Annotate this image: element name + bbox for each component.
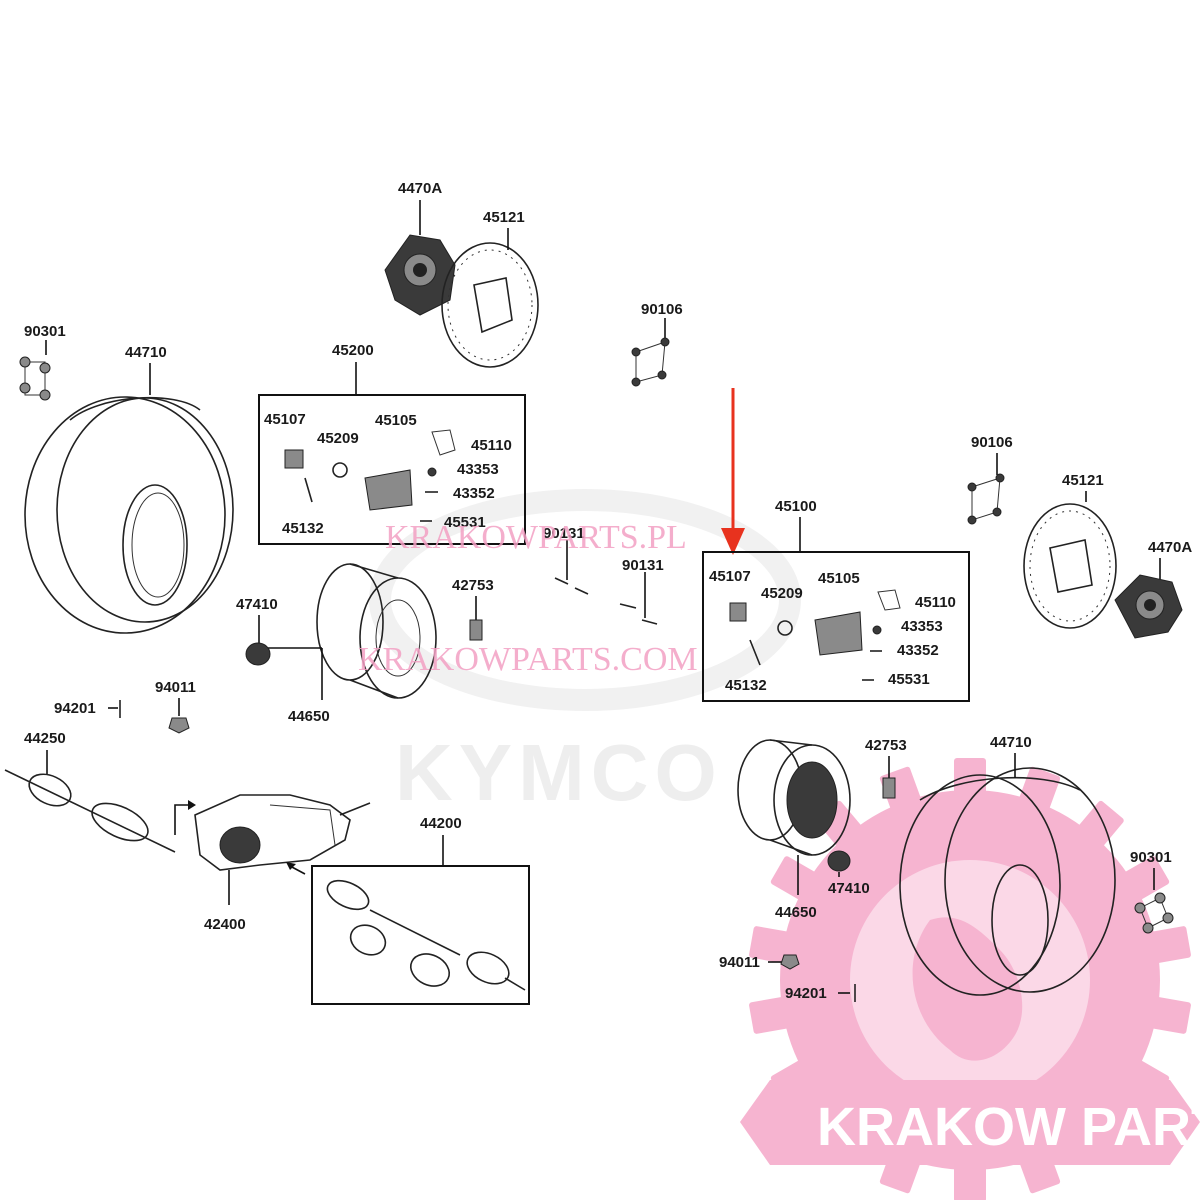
label-45105-left: 45105	[375, 412, 417, 429]
label-47410-right: 47410	[828, 880, 870, 897]
label-42753-left: 42753	[452, 577, 494, 594]
hub-left	[384, 234, 456, 316]
wheel-nuts-left	[19, 340, 51, 401]
label-90106-right: 90106	[971, 434, 1013, 451]
driveshaft-left	[4, 769, 176, 853]
gear-icon	[749, 758, 1191, 1200]
wheel-nuts-right	[1134, 892, 1174, 934]
kymco-brand-watermark: KYMCO	[395, 728, 723, 817]
label-44200: 44200	[420, 815, 462, 832]
nut-94011-left	[168, 717, 190, 734]
label-94011-right: 94011	[719, 954, 760, 971]
label-43353-left: 43353	[457, 461, 499, 478]
label-43352-left: 43352	[453, 485, 495, 502]
label-45200: 45200	[332, 342, 374, 359]
driveshaft-kit-box	[311, 865, 530, 1005]
tire-right	[899, 767, 1116, 996]
brake-disc-right	[1023, 503, 1117, 629]
label-45121-left: 45121	[483, 209, 525, 226]
label-44710-right: 44710	[990, 734, 1032, 751]
center-cap-left	[245, 642, 271, 666]
hub-right	[1114, 574, 1183, 639]
label-45107-right: 45107	[709, 568, 751, 585]
bolts-90106-right	[967, 473, 1005, 525]
center-cap-right	[827, 850, 851, 872]
label-90131-a: 90131	[543, 525, 585, 542]
label-45121-right: 45121	[1062, 472, 1104, 489]
label-45107-left: 45107	[264, 411, 306, 428]
red-arrow-down-icon	[721, 388, 745, 555]
label-43353-right: 43353	[901, 618, 943, 635]
rim-right	[737, 739, 851, 856]
label-45531-right: 45531	[888, 671, 930, 688]
label-45209-right: 45209	[761, 585, 803, 602]
label-42400: 42400	[204, 916, 246, 933]
label-94201-left: 94201	[54, 700, 96, 717]
label-45110-right: 45110	[915, 594, 956, 611]
label-44710-left: 44710	[125, 344, 167, 361]
caliper-kit-box-left	[258, 394, 526, 545]
label-4470a-left: 4470A	[398, 180, 442, 197]
label-45209-left: 45209	[317, 430, 359, 447]
valve-stem-right	[882, 777, 896, 799]
logo-text: KRAKOW PARTS	[817, 1097, 1200, 1157]
driveshaft-kit-parts	[326, 879, 526, 991]
label-45132-left: 45132	[282, 520, 324, 537]
valve-stem-left	[469, 619, 483, 641]
rim-left	[316, 563, 437, 699]
label-43352-right: 43352	[897, 642, 939, 659]
label-4470a-right: 4470A	[1148, 539, 1192, 556]
label-44650-right: 44650	[775, 904, 817, 921]
label-44250: 44250	[24, 730, 66, 747]
nut-94011-right	[780, 954, 800, 970]
bolts-90131	[554, 540, 658, 625]
label-45105-right: 45105	[818, 570, 860, 587]
watermark-layer: KYMCO	[369, 489, 801, 817]
caliper-left-parts	[284, 429, 456, 522]
label-94201-right: 94201	[785, 985, 827, 1002]
label-45531-left: 45531	[444, 514, 486, 531]
krakow-parts-logo: KRAKOW PARTS	[740, 758, 1200, 1200]
caliper-right-parts	[729, 589, 901, 681]
label-47410-left: 47410	[236, 596, 278, 613]
label-42753-right: 42753	[865, 737, 907, 754]
watermark-url-com: KRAKOWPARTS.COM	[358, 641, 698, 678]
label-94011-left: 94011	[155, 679, 196, 696]
tire-left	[24, 396, 234, 634]
label-90106-top: 90106	[641, 301, 683, 318]
caliper-kit-box-right	[702, 551, 970, 702]
bolts-90106-top	[631, 318, 670, 387]
label-45132-right: 45132	[725, 677, 767, 694]
label-90301-left: 90301	[24, 323, 66, 340]
logo-banner	[770, 1080, 1170, 1165]
label-45110-left: 45110	[471, 437, 512, 454]
brake-disc-left	[441, 242, 539, 368]
watermark-url-pl: KRAKOWPARTS.PL	[385, 519, 687, 556]
gearcase	[194, 794, 371, 871]
label-44650-left: 44650	[288, 708, 330, 725]
label-90131-b: 90131	[622, 557, 664, 574]
label-90301-right: 90301	[1130, 849, 1172, 866]
label-45100: 45100	[775, 498, 817, 515]
